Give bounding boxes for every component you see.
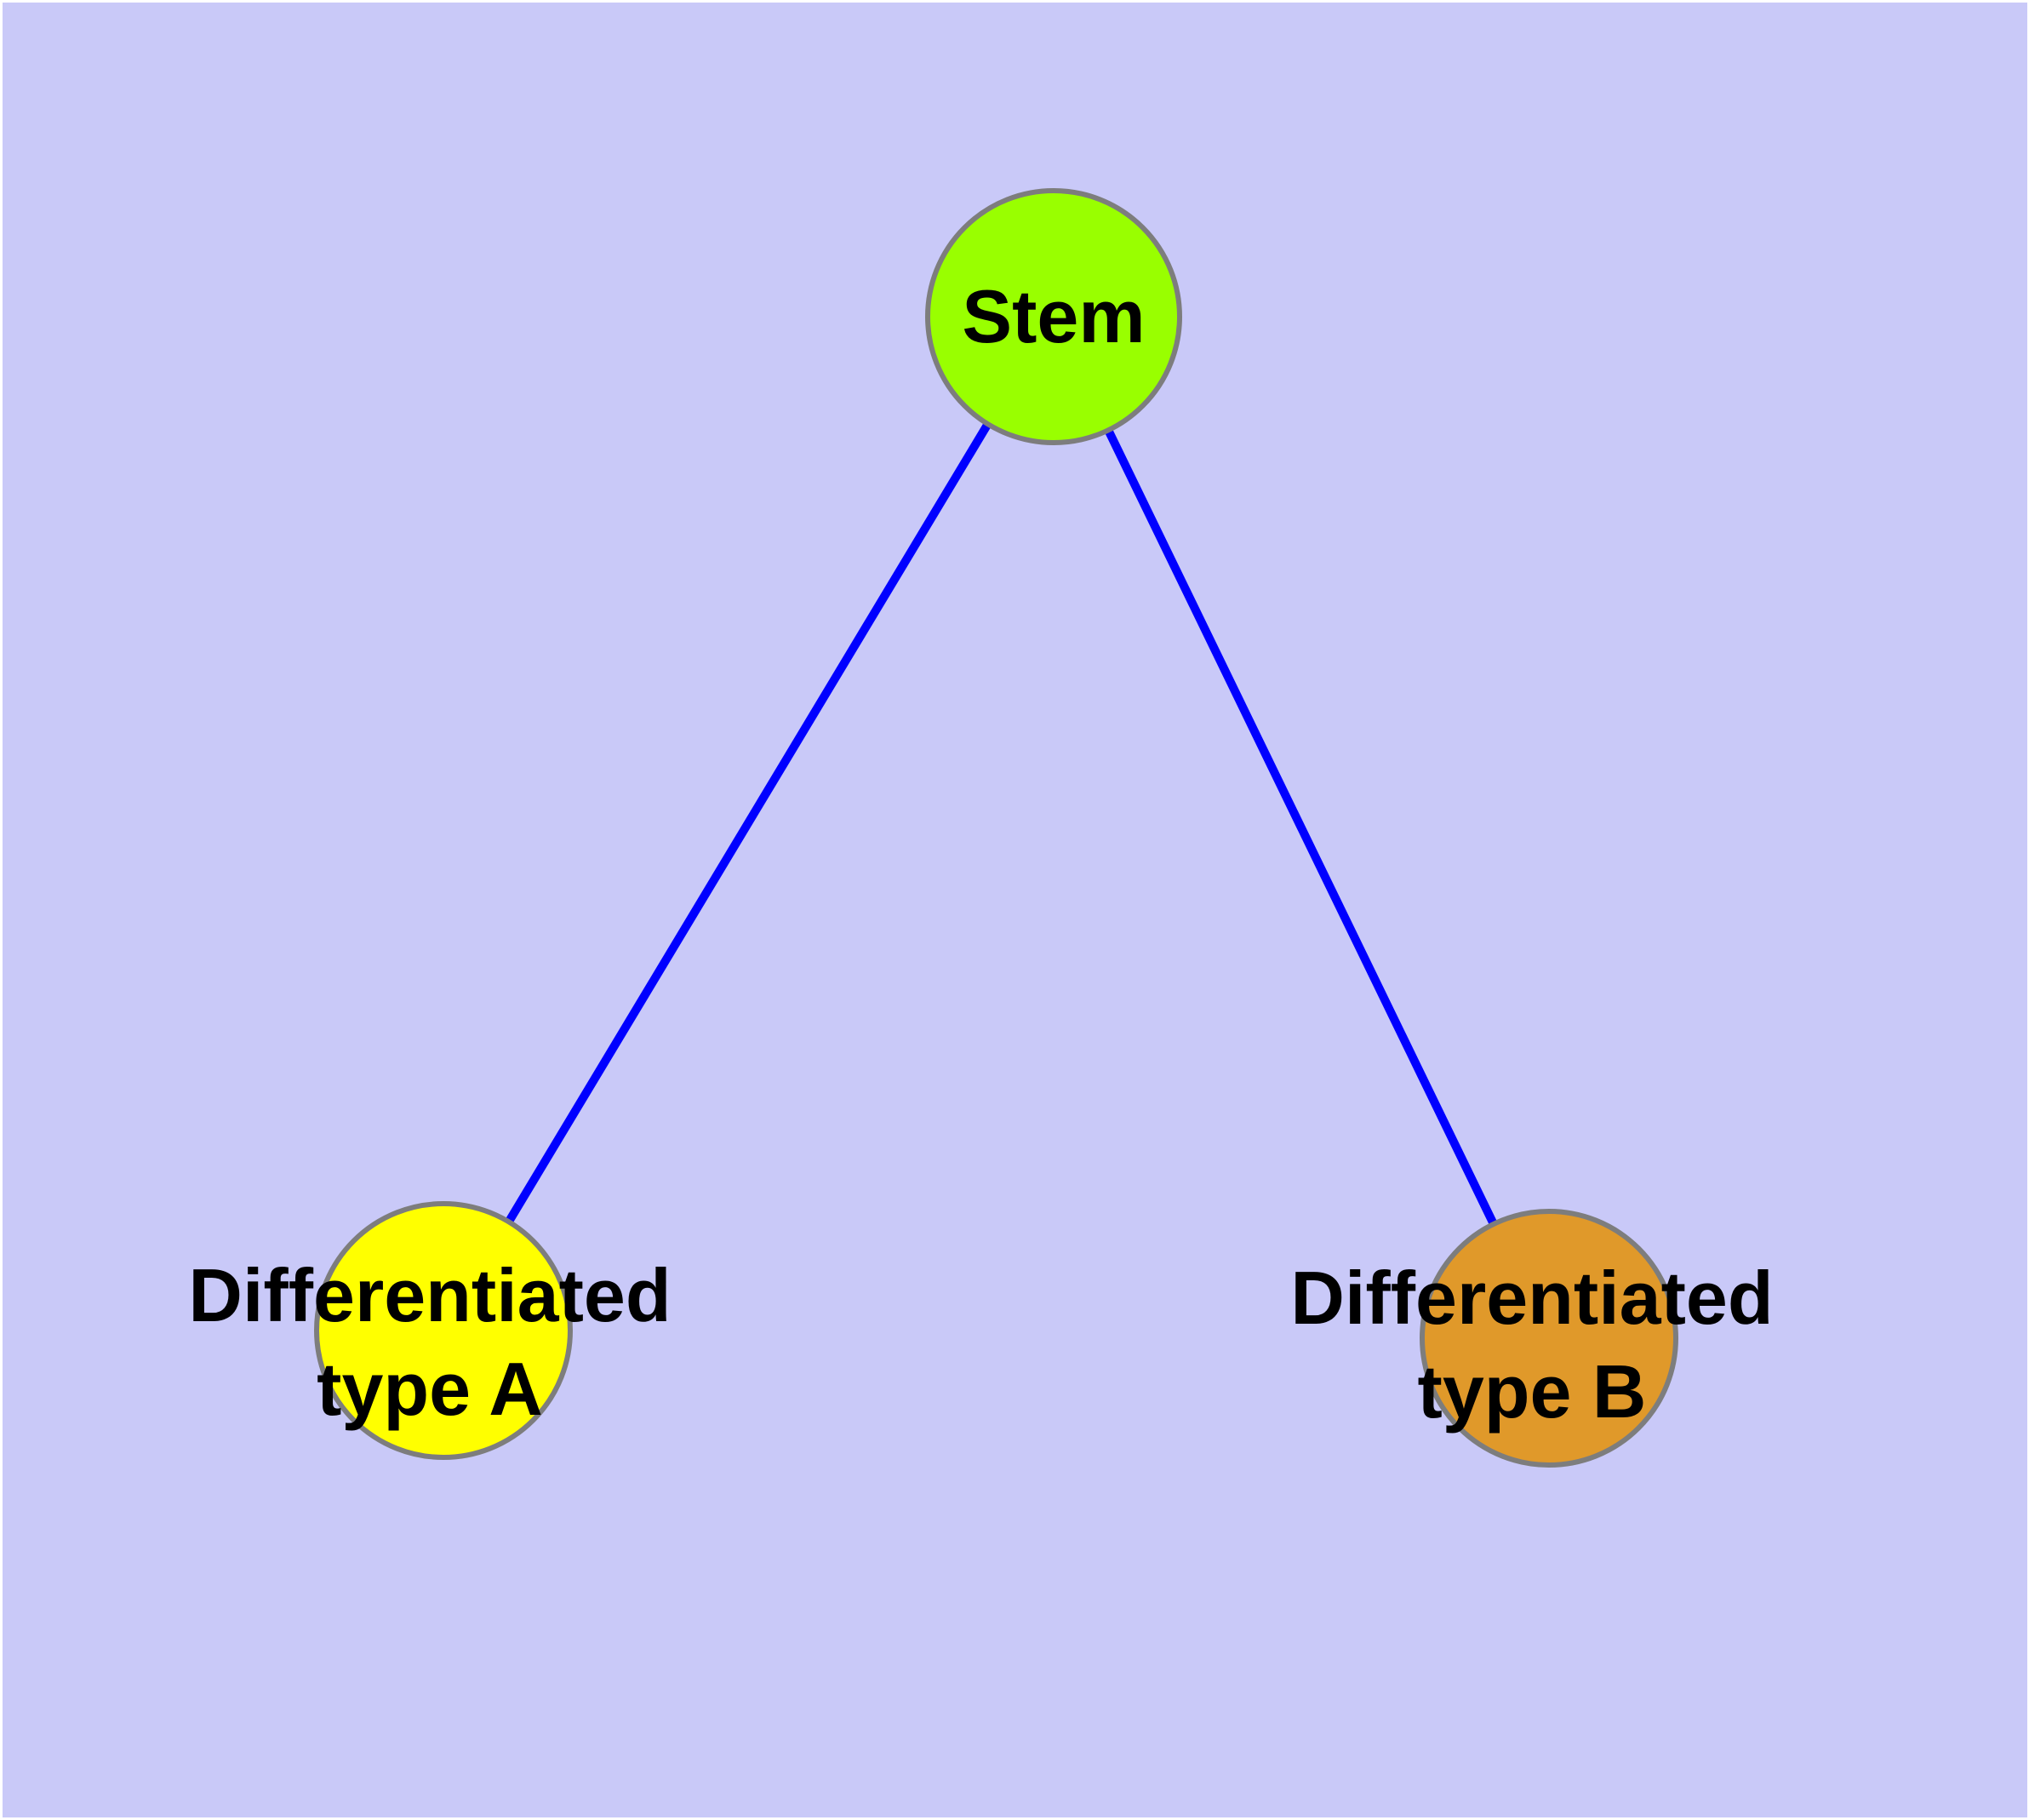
node-stem-label: Stem [962, 274, 1146, 358]
edges-layer [439, 313, 1553, 1341]
graph-canvas: Stem Differentiated type A Differentiate… [3, 3, 2027, 1817]
node-stem[interactable]: Stem [925, 188, 1182, 445]
node-differentiated-type-a[interactable] [314, 1201, 573, 1460]
edge-stem-to-type-b[interactable] [1049, 313, 1553, 1341]
node-differentiated-type-b[interactable] [1420, 1209, 1678, 1468]
edge-stem-to-type-a[interactable] [439, 313, 1057, 1333]
